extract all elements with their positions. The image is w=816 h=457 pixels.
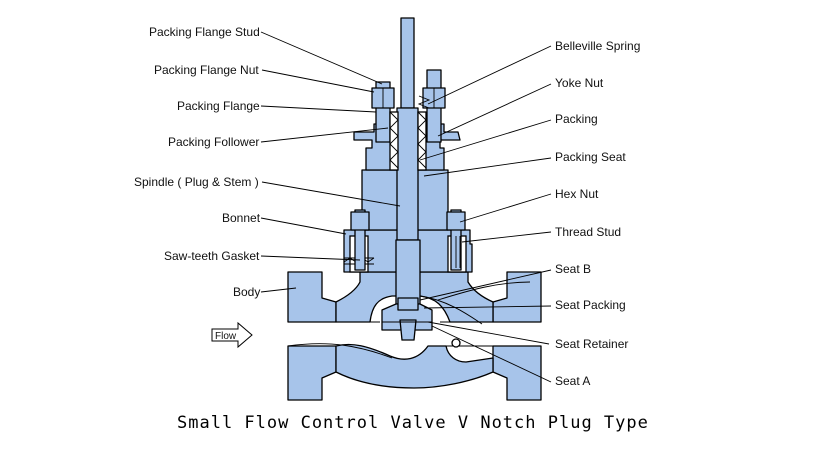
- thread-studs: [350, 209, 466, 271]
- flow-label: Flow: [215, 331, 237, 342]
- label-belleville-spring: Belleville Spring: [555, 39, 640, 53]
- label-packing: Packing: [555, 112, 598, 126]
- label-seat-retainer: Seat Retainer: [555, 337, 628, 351]
- spindle: [389, 17, 431, 305]
- label-packing-flange-nut: Packing Flange Nut: [154, 63, 259, 77]
- label-yoke-nut: Yoke Nut: [555, 76, 604, 90]
- label-thread-stud: Thread Stud: [555, 225, 621, 239]
- left-labels: Packing Flange Stud Packing Flange Nut P…: [134, 25, 261, 299]
- flow-arrow: Flow: [211, 321, 253, 349]
- label-packing-follower: Packing Follower: [168, 135, 259, 149]
- label-bonnet: Bonnet: [222, 211, 261, 225]
- diagram-caption: Small Flow Control Valve V Notch Plug Ty…: [177, 413, 649, 433]
- left-leaders: [260, 31, 401, 293]
- label-body: Body: [233, 285, 260, 299]
- label-spindle: Spindle ( Plug & Stem ): [134, 175, 259, 189]
- label-packing-flange: Packing Flange: [177, 99, 260, 113]
- label-packing-seat: Packing Seat: [555, 150, 626, 164]
- label-hex-nut: Hex Nut: [555, 187, 599, 201]
- label-saw-teeth-gasket: Saw-teeth Gasket: [164, 249, 260, 263]
- label-seat-packing: Seat Packing: [555, 298, 626, 312]
- right-leaders: [419, 45, 552, 383]
- label-seat-a: Seat A: [555, 374, 590, 388]
- valve-body: [287, 271, 542, 401]
- right-labels: Belleville Spring Yoke Nut Packing Packi…: [555, 39, 640, 388]
- label-packing-flange-stud: Packing Flange Stud: [149, 25, 260, 39]
- label-seat-b: Seat B: [555, 262, 591, 276]
- plug-and-seat: [381, 297, 433, 341]
